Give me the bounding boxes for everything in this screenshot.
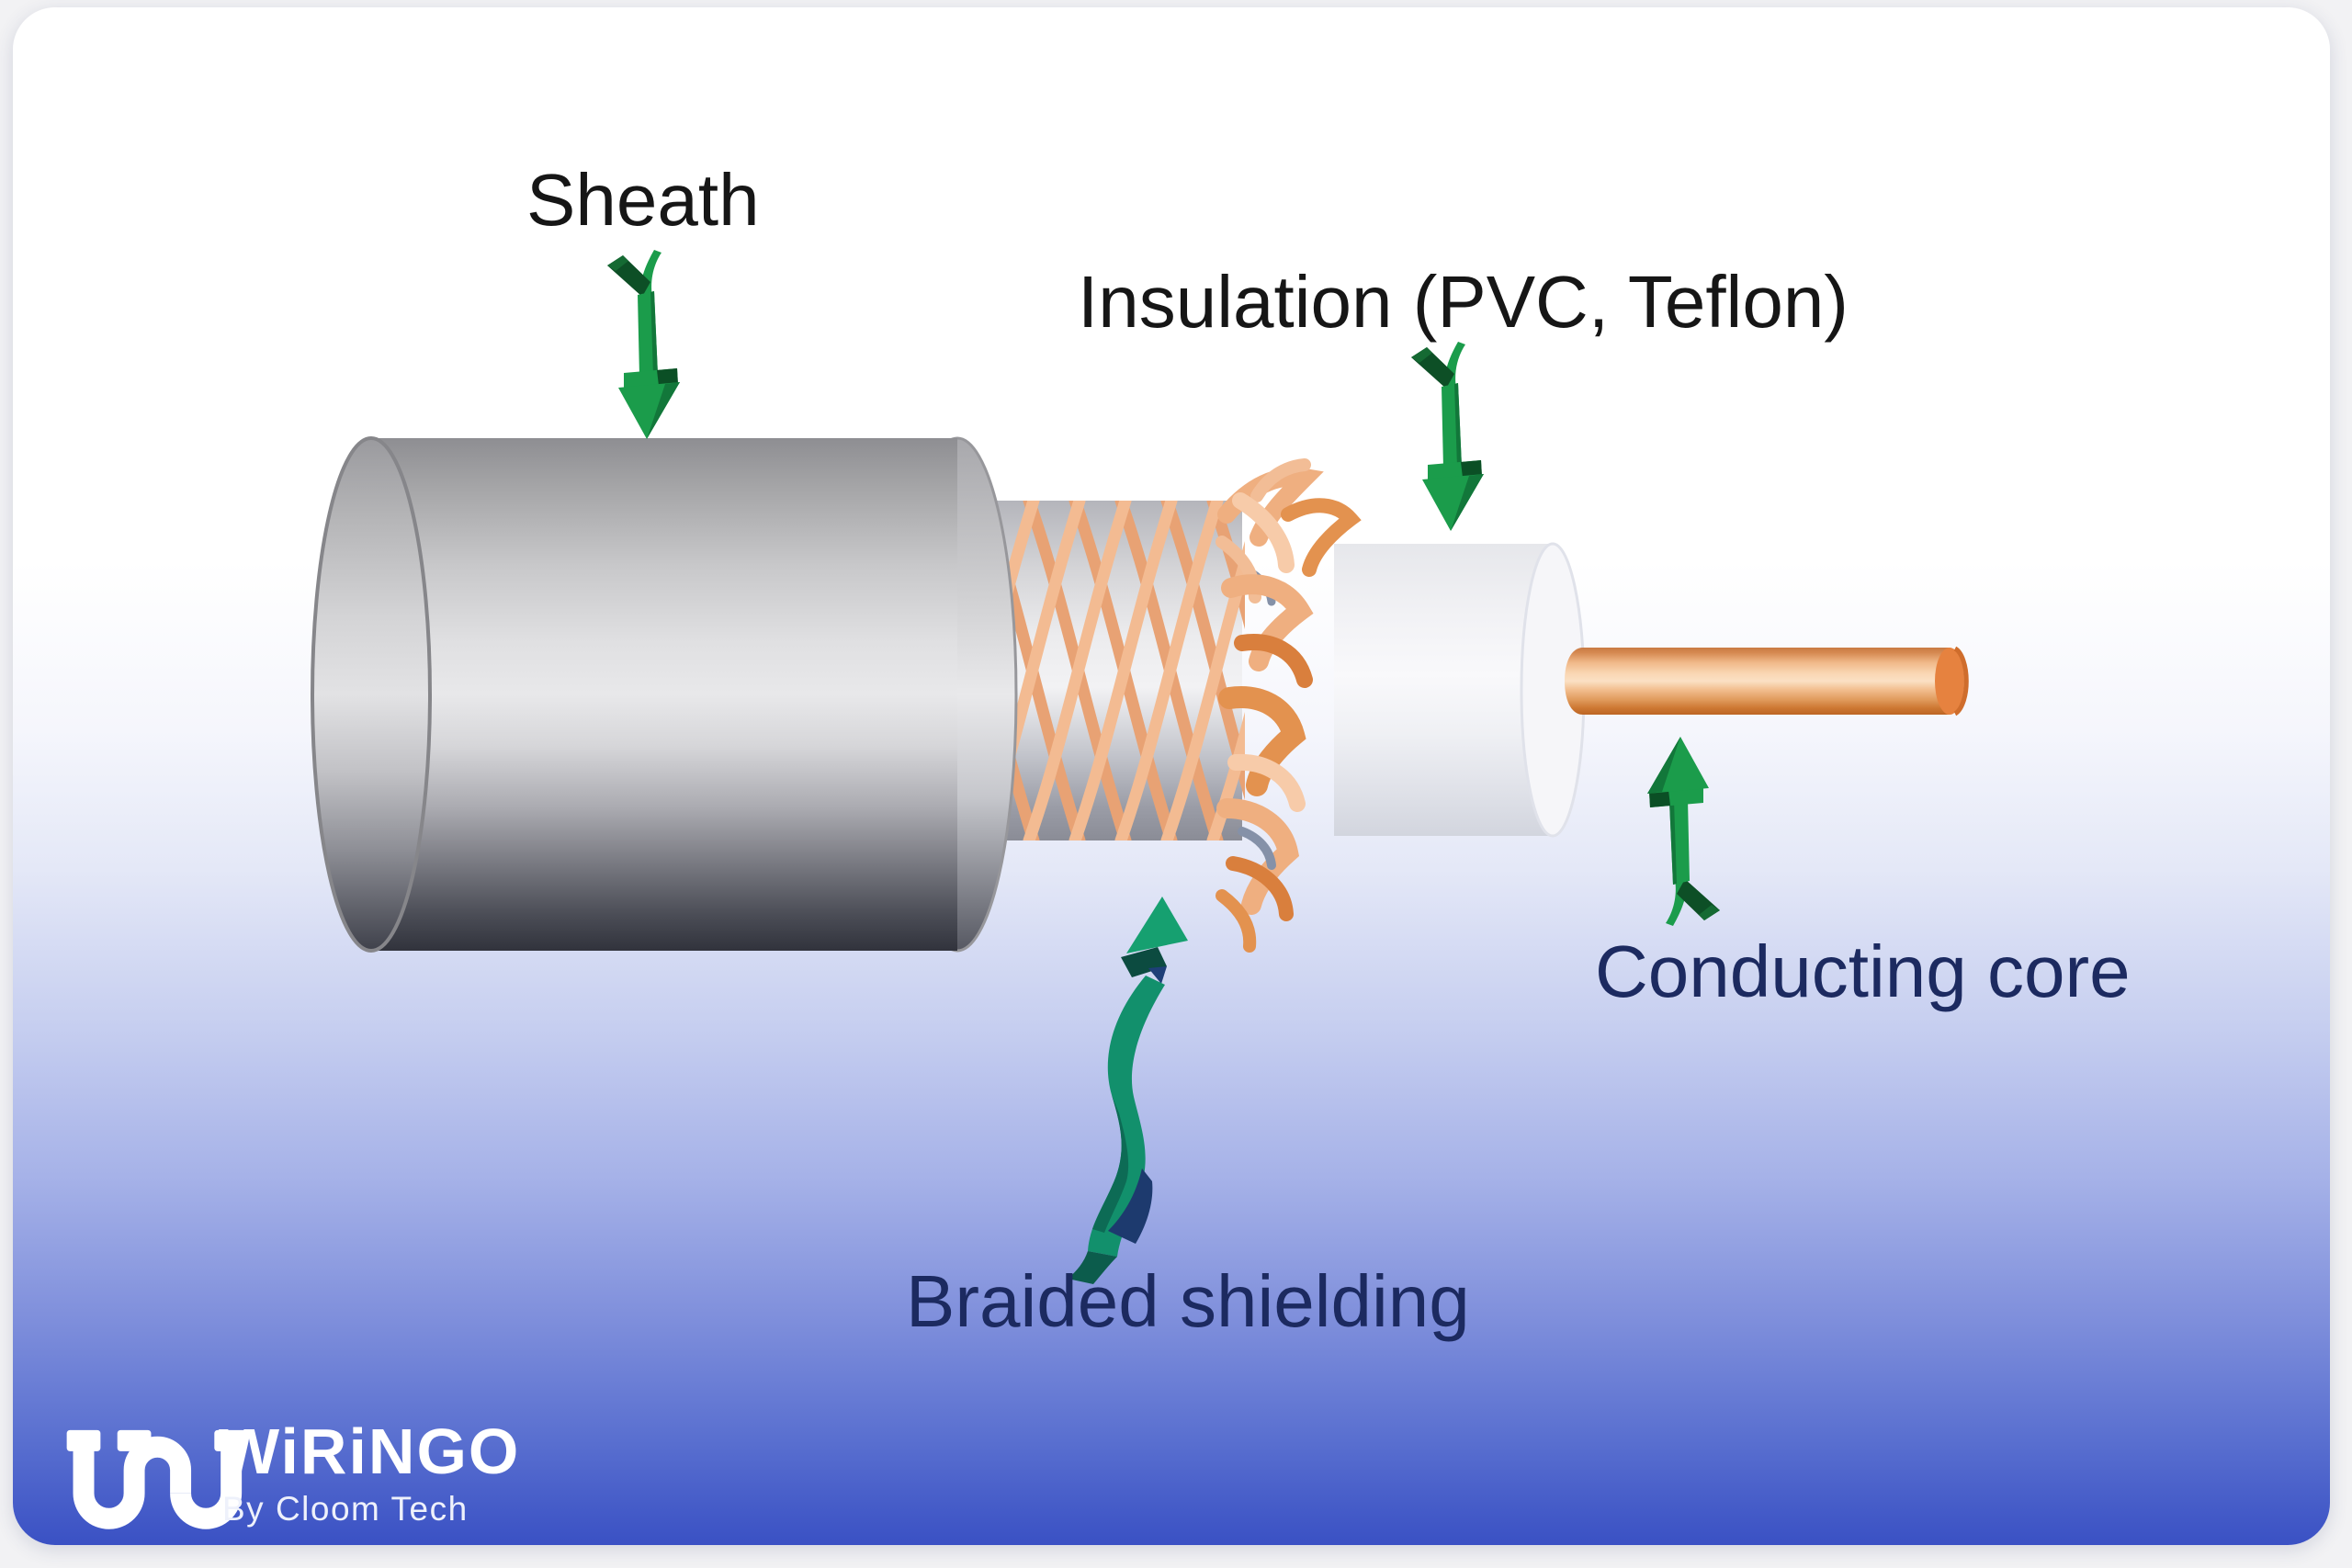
label-braided-shielding: Braided shielding — [906, 1260, 1470, 1342]
label-sheath: Sheath — [526, 159, 760, 241]
label-insulation: Insulation (PVC, Teflon) — [1078, 261, 1849, 343]
brand-tagline: By Cloom Tech — [222, 1490, 469, 1528]
label-conducting-core: Conducting core — [1595, 931, 2131, 1012]
brand-name: WiRiNGO — [219, 1416, 521, 1487]
